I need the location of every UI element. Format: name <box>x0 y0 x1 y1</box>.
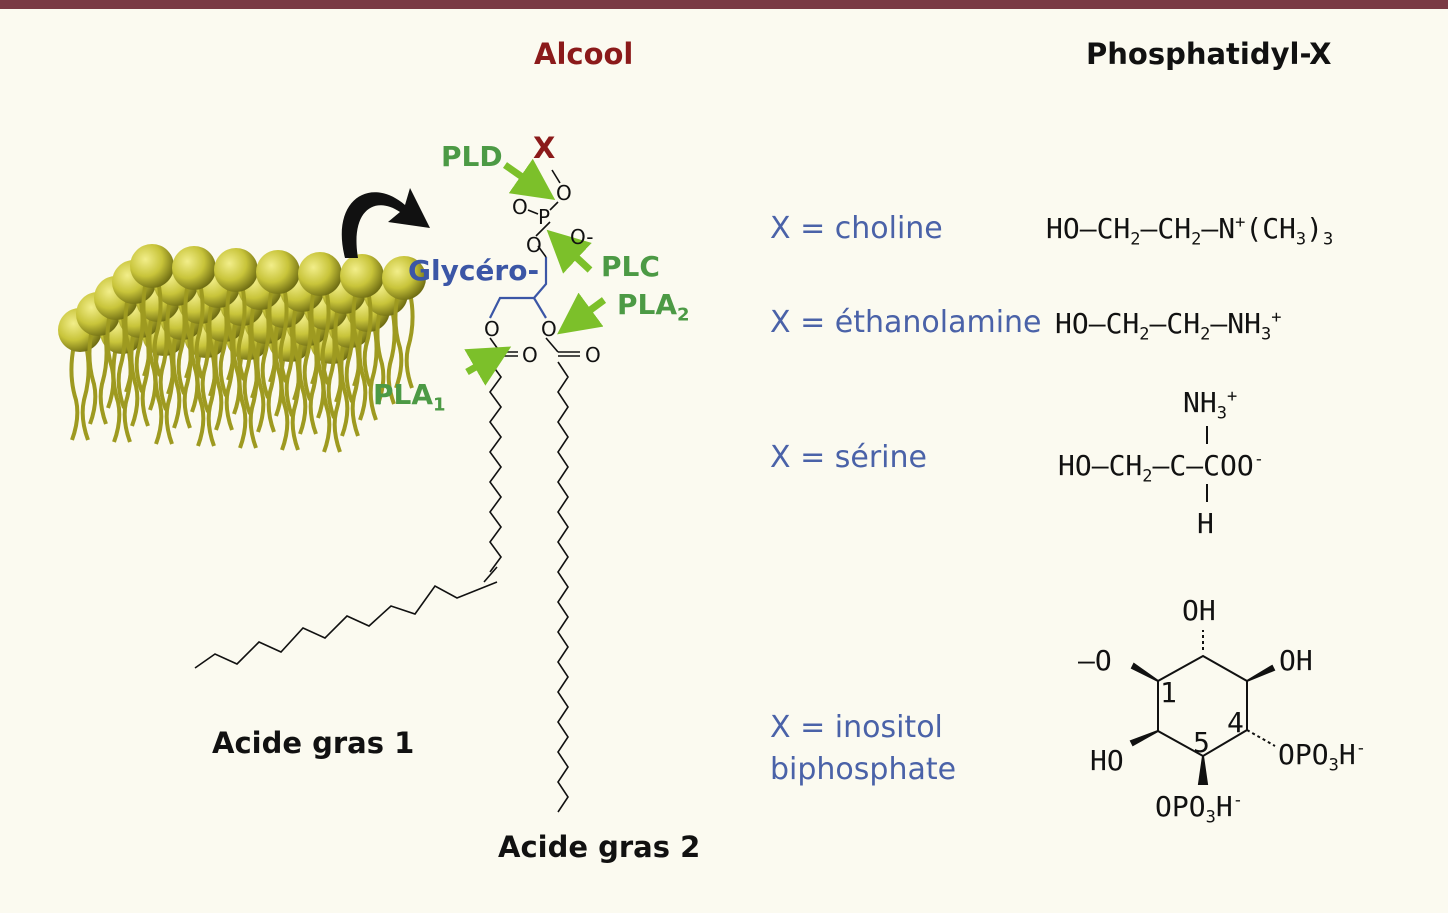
label-x-ethanolamine: X = éthanolamine <box>770 305 1042 340</box>
phosphorus-atom: P <box>538 205 550 229</box>
lipid-tail <box>69 344 91 441</box>
lipid-tail <box>393 292 415 389</box>
inositol-oh-top: OH <box>1182 594 1216 627</box>
lipid-head <box>130 244 174 288</box>
ester-o-1: O <box>484 317 500 341</box>
lipid-head <box>256 250 300 294</box>
inositol-opo3h-bottom: OPO3H- <box>1155 790 1243 828</box>
serine-nh3: NH3+ <box>1183 386 1238 424</box>
inositol-carbon-5: 5 <box>1193 726 1210 759</box>
lipid-tail <box>267 286 289 383</box>
x-atom: X <box>533 131 556 165</box>
phosphate-o-minus: O- <box>570 225 594 249</box>
carbonyl-o-2: O <box>585 343 601 367</box>
label-pld: PLD <box>441 140 503 173</box>
fatty-acid-chains <box>194 361 569 813</box>
ester-o-2: O <box>541 317 557 341</box>
phosphate-o-bottom: O <box>526 233 542 257</box>
lipid-tail <box>225 284 247 381</box>
label-x-serine: X = sérine <box>770 440 927 475</box>
inositol-carbon-1: 1 <box>1160 676 1177 709</box>
inositol-carbon-4: 4 <box>1227 706 1244 739</box>
label-acide-gras-1: Acide gras 1 <box>212 726 415 760</box>
inositol-ring <box>1129 630 1276 785</box>
label-plc: PLC <box>601 250 660 283</box>
top-bar <box>0 0 1448 9</box>
formula-ethanolamine: HO—CH2—CH2—NH3+ <box>1055 307 1282 345</box>
lipid-tail <box>183 282 205 379</box>
enzyme-arrows <box>464 158 607 386</box>
inositol-ho: HO <box>1090 744 1124 777</box>
lipid-head <box>214 248 258 292</box>
lipid-bilayer-icon <box>58 244 426 453</box>
lipid-tail <box>141 280 163 377</box>
label-x-inositol-1: X = inositol <box>770 710 943 745</box>
phosphate-o-left: O <box>512 195 528 219</box>
formula-serine: HO—CH2—C—COO- <box>1058 449 1264 487</box>
label-acide-gras-2: Acide gras 2 <box>498 830 701 864</box>
lipid-head <box>298 252 342 296</box>
inositol-o-link: —O <box>1078 644 1112 677</box>
inositol-opo3h-right: OPO3H- <box>1278 738 1366 776</box>
carbonyl-o-1: O <box>522 343 538 367</box>
inositol-oh-right: OH <box>1279 644 1313 677</box>
lipid-head <box>172 246 216 290</box>
header-alcool: Alcool <box>534 37 634 71</box>
header-phosphatidyl: Phosphatidyl-X <box>1086 37 1332 71</box>
curved-arrow-icon <box>341 188 430 258</box>
lipid-tail <box>351 290 373 387</box>
serine-h: H <box>1197 507 1214 540</box>
label-pla2: PLA2 <box>617 288 690 326</box>
lipid-head <box>340 254 384 298</box>
label-x-choline: X = choline <box>770 211 943 246</box>
lipid-tail <box>309 288 331 385</box>
formula-choline: HO—CH2—CH2—N+(CH3)3 <box>1046 212 1334 250</box>
phosphate-o-top: O <box>556 181 572 205</box>
label-x-inositol-2: biphosphate <box>770 752 957 787</box>
glycerol-backbone <box>489 257 548 319</box>
label-glycero: Glycéro- <box>408 254 540 287</box>
label-pla1: PLA1 <box>373 378 446 416</box>
lipid-head <box>382 256 426 300</box>
